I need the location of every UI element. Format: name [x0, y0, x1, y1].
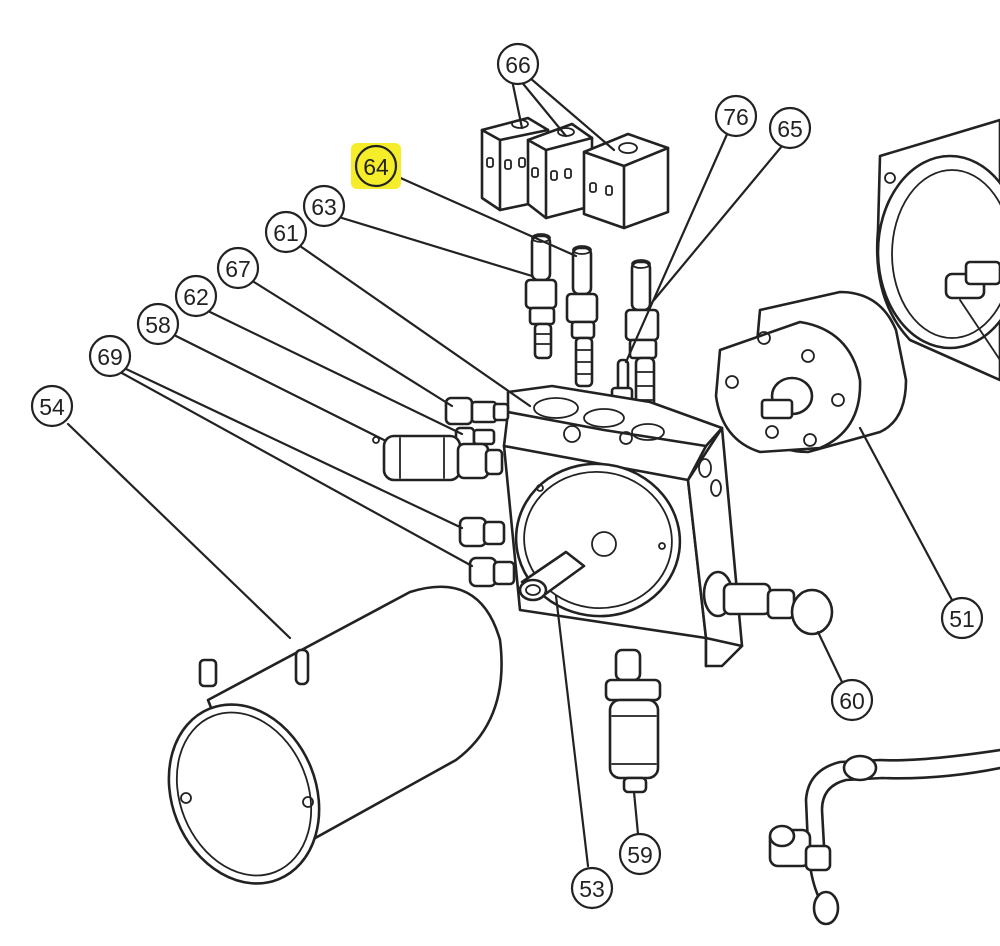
- part-59-filter: [604, 648, 662, 794]
- part-67-fitting: [444, 396, 510, 426]
- part-65-cartridge-valve: [624, 259, 660, 430]
- callout-59-label: 59: [627, 842, 653, 868]
- callout-65: 65: [768, 106, 812, 150]
- callout-61: 61: [264, 210, 308, 254]
- callout-54: 54: [30, 384, 74, 428]
- callout-60: 60: [830, 678, 874, 722]
- callout-61-label: 61: [273, 220, 299, 246]
- callout-69-label: 69: [97, 344, 123, 370]
- hose-assembly: [768, 748, 1000, 926]
- callout-58-label: 58: [145, 312, 171, 338]
- part-51-pump: [714, 290, 908, 454]
- callout-53-label: 53: [579, 876, 605, 902]
- callout-51: 51: [940, 596, 984, 640]
- callout-51-label: 51: [949, 606, 975, 632]
- callout-67: 67: [216, 246, 260, 290]
- part-63-cartridge-valve: [524, 233, 558, 360]
- callout-53: 53: [570, 866, 614, 910]
- leader-lines: [66, 76, 954, 868]
- callout-58: 58: [136, 302, 180, 346]
- part-64-cartridge-valve: [565, 245, 599, 388]
- part-58-filter: [372, 434, 504, 482]
- part-69-plugs: [458, 516, 516, 588]
- callout-60-label: 60: [839, 688, 865, 714]
- callout-54-label: 54: [39, 394, 65, 420]
- callout-59: 59: [618, 832, 662, 876]
- callout-62: 62: [174, 274, 218, 318]
- callout-64-highlighted: 64: [351, 143, 401, 189]
- part-60-plug: [702, 570, 834, 636]
- callout-62-label: 62: [183, 284, 209, 310]
- callout-64-label: 64: [363, 154, 389, 180]
- motor-right-partial: [875, 118, 1000, 382]
- valve-manifold-block: [502, 384, 744, 668]
- part-54-reservoir: [167, 585, 503, 885]
- callout-76-label: 76: [723, 104, 749, 130]
- callout-69: 69: [88, 334, 132, 378]
- callout-76: 76: [714, 94, 758, 138]
- callout-63: 63: [302, 184, 346, 228]
- part-66-coils: [480, 116, 670, 230]
- callout-66: 66: [496, 42, 540, 86]
- callout-66-label: 66: [505, 52, 531, 78]
- callout-67-label: 67: [225, 256, 251, 282]
- callout-63-label: 63: [311, 194, 337, 220]
- highlight-marker: [351, 143, 401, 189]
- callout-65-label: 65: [777, 116, 803, 142]
- callouts: 66 76 65 64 63 61 67 62: [30, 42, 984, 910]
